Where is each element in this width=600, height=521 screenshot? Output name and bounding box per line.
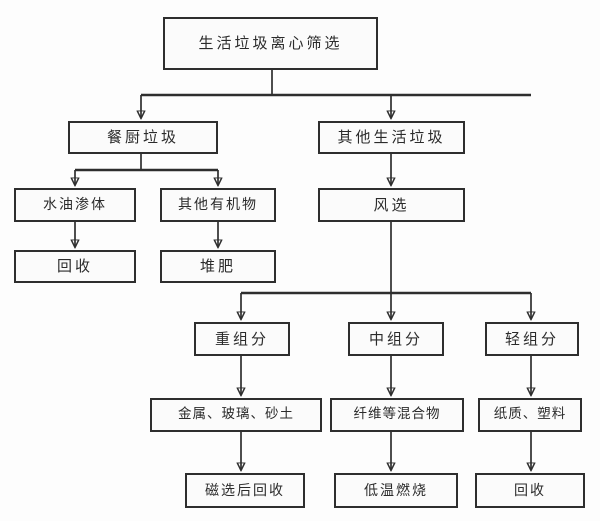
node-label: 堆肥 (199, 257, 236, 275)
node-paper-plastic[interactable]: 纸质、塑料 (478, 398, 582, 432)
node-recycle-oily[interactable]: 回收 (14, 250, 136, 283)
node-kitchen-waste[interactable]: 餐厨垃圾 (68, 121, 218, 154)
node-composting[interactable]: 堆肥 (160, 250, 276, 283)
node-air-separation[interactable]: 风选 (318, 188, 465, 222)
node-recycle-paper-plastic[interactable]: 回收 (475, 473, 585, 508)
node-label: 回收 (514, 482, 546, 499)
node-label: 金属、玻璃、砂土 (178, 406, 294, 423)
node-oily-water-leachate[interactable]: 水油渗体 (14, 188, 136, 222)
node-label: 纤维等混合物 (353, 406, 441, 423)
node-medium-fraction[interactable]: 中组分 (348, 322, 444, 356)
node-heavy-fraction[interactable]: 重组分 (194, 322, 290, 356)
node-label: 重组分 (214, 329, 269, 348)
node-label: 餐厨垃圾 (106, 128, 179, 146)
node-label: 低温燃烧 (364, 482, 428, 499)
node-metal-glass-sand[interactable]: 金属、玻璃、砂土 (150, 398, 322, 432)
node-label: 水油渗体 (43, 197, 107, 213)
node-label: 风选 (373, 195, 410, 214)
node-fiber-mixture[interactable]: 纤维等混合物 (330, 398, 464, 432)
node-centrifugal-screening[interactable]: 生活垃圾离心筛选 (163, 17, 378, 70)
node-light-fraction[interactable]: 轻组分 (485, 322, 579, 356)
node-other-household-waste[interactable]: 其他生活垃圾 (318, 121, 465, 154)
node-label: 轻组分 (504, 329, 559, 348)
node-low-temperature-combustion[interactable]: 低温燃烧 (334, 473, 458, 508)
node-other-organics[interactable]: 其他有机物 (160, 188, 276, 222)
node-label: 回收 (56, 257, 93, 275)
node-label: 生活垃圾离心筛选 (198, 34, 343, 52)
node-label: 其他有机物 (178, 197, 258, 213)
node-label: 中组分 (368, 329, 423, 348)
node-label: 纸质、塑料 (493, 406, 567, 423)
node-magnetic-separation-recycle[interactable]: 磁选后回收 (185, 473, 305, 508)
node-label: 磁选后回收 (205, 482, 285, 499)
node-label: 其他生活垃圾 (337, 128, 446, 146)
